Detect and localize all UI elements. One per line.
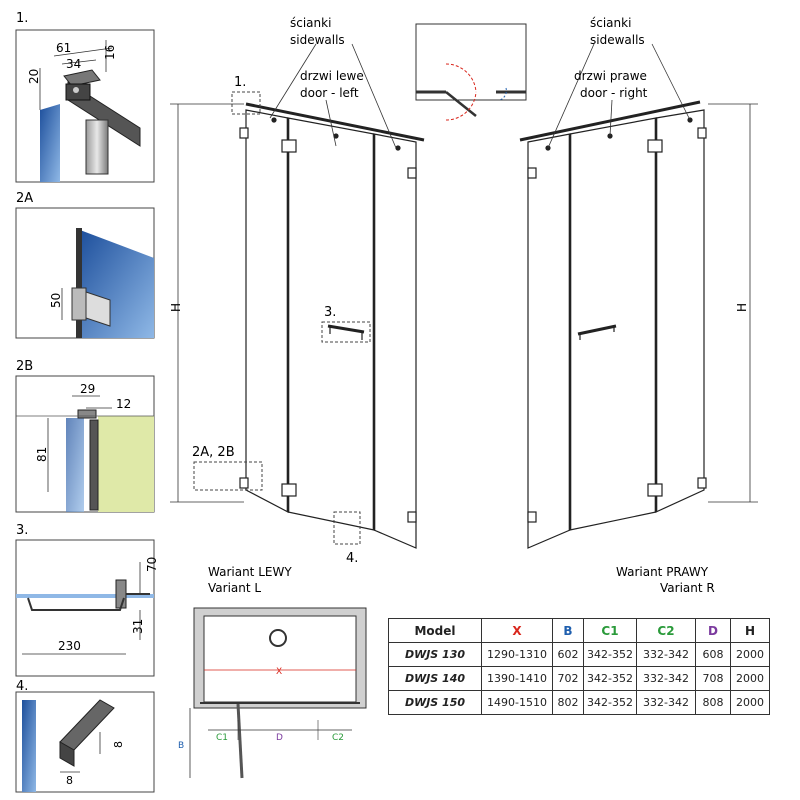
dim-8-vertical: 8	[112, 741, 125, 748]
detail-4-label: 4.	[16, 679, 28, 694]
detail-1-box	[15, 29, 155, 183]
detail-2b-label: 2B	[16, 359, 33, 374]
dim-61: 61	[56, 41, 71, 55]
plan-d: D	[276, 733, 283, 743]
dim-20: 20	[27, 69, 41, 84]
dim-34: 34	[66, 57, 81, 71]
cell-model: DWJS 140	[388, 666, 482, 691]
dim-230: 230	[58, 639, 81, 653]
cell-c2: 332-342	[636, 642, 696, 667]
table-header-row: Model X B C1 C2 D H	[388, 618, 770, 643]
left-height-label: H	[169, 303, 183, 312]
plan-c2: C2	[332, 733, 344, 743]
right-sidewalls-pl: ścianki	[590, 16, 631, 30]
cell-h: 2000	[730, 642, 770, 667]
plan-view	[189, 607, 367, 779]
dim-70: 70	[145, 557, 159, 572]
header-c1: C1	[583, 618, 637, 643]
header-d: D	[695, 618, 731, 643]
detail-2a-label: 2A	[16, 191, 33, 206]
cell-d: 608	[695, 642, 731, 667]
cell-c2: 332-342	[636, 666, 696, 691]
callout-3: 3.	[324, 305, 336, 320]
dim-8-horizontal: 8	[66, 774, 73, 787]
detail-3-label: 3.	[16, 523, 28, 538]
glass-panel	[40, 104, 60, 182]
dim-50: 50	[49, 293, 63, 308]
left-height-dim	[170, 103, 244, 503]
left-door-en: door - left	[300, 86, 359, 100]
callout-2a-2b: 2A, 2B	[192, 445, 235, 460]
right-height-dim	[708, 103, 758, 503]
table-row: DWJS 150 1490-1510 802 342-352 332-342 8…	[388, 690, 770, 715]
plan-b: B	[178, 741, 184, 751]
cell-c2: 332-342	[636, 690, 696, 715]
callout-4: 4.	[346, 551, 358, 566]
variant-r-en: Variant R	[660, 581, 715, 595]
left-callouts	[193, 91, 371, 545]
variant-r-pl: Wariant PRAWY	[616, 565, 709, 579]
cell-x: 1490-1510	[481, 690, 553, 715]
cell-c1: 342-352	[583, 666, 637, 691]
right-door-pl: drzwi prawe	[574, 69, 647, 83]
cell-b: 802	[552, 690, 584, 715]
left-sidewalls-pl: ścianki	[290, 16, 331, 30]
variant-l-en: Variant L	[208, 581, 261, 595]
detail-2a-box	[15, 207, 155, 339]
plan-x: X	[276, 667, 282, 677]
detail-4-box	[15, 691, 155, 793]
left-door-assembly	[239, 102, 425, 549]
cell-h: 2000	[730, 666, 770, 691]
door-swing-schematic	[415, 23, 527, 121]
cell-d: 708	[695, 666, 731, 691]
variant-l-pl: Wariant LEWY	[208, 565, 292, 579]
table-row: DWJS 130 1290-1310 602 342-352 332-342 6…	[388, 642, 770, 667]
detail-2b-box	[15, 375, 155, 513]
left-leaders	[269, 43, 397, 149]
header-h: H	[730, 618, 770, 643]
cell-model: DWJS 150	[388, 690, 482, 715]
cell-x: 1290-1310	[481, 642, 553, 667]
dim-12: 12	[116, 397, 131, 411]
cell-c1: 342-352	[583, 690, 637, 715]
cell-b: 702	[552, 666, 584, 691]
cell-c1: 342-352	[583, 642, 637, 667]
right-sidewalls-en: sidewalls	[590, 33, 645, 47]
table-row: DWJS 140 1390-1410 702 342-352 332-342 7…	[388, 666, 770, 691]
cell-d: 808	[695, 690, 731, 715]
right-height-label: H	[735, 303, 749, 312]
cell-b: 602	[552, 642, 584, 667]
cell-h: 2000	[730, 690, 770, 715]
cell-x: 1390-1410	[481, 666, 553, 691]
detail-1-label: 1.	[16, 11, 28, 26]
left-sidewalls-en: sidewalls	[290, 33, 345, 47]
callout-1: 1.	[234, 75, 246, 90]
header-c2: C2	[636, 618, 696, 643]
dim-31: 31	[131, 619, 145, 634]
right-door-en: door - right	[580, 86, 648, 100]
dim-16: 16	[103, 45, 117, 60]
detail-3-box	[15, 539, 155, 677]
header-model: Model	[388, 618, 482, 643]
header-x: X	[481, 618, 553, 643]
right-leaders	[547, 43, 691, 149]
plan-c1: C1	[216, 733, 228, 743]
header-b: B	[552, 618, 584, 643]
dim-29: 29	[80, 382, 95, 396]
dim-81: 81	[35, 447, 49, 462]
cell-model: DWJS 130	[388, 642, 482, 667]
dimensions-table: Model X B C1 C2 D H DWJS 130 1290-1310 6…	[388, 618, 770, 715]
left-door-pl: drzwi lewe	[300, 69, 364, 83]
right-door-assembly	[519, 100, 707, 549]
